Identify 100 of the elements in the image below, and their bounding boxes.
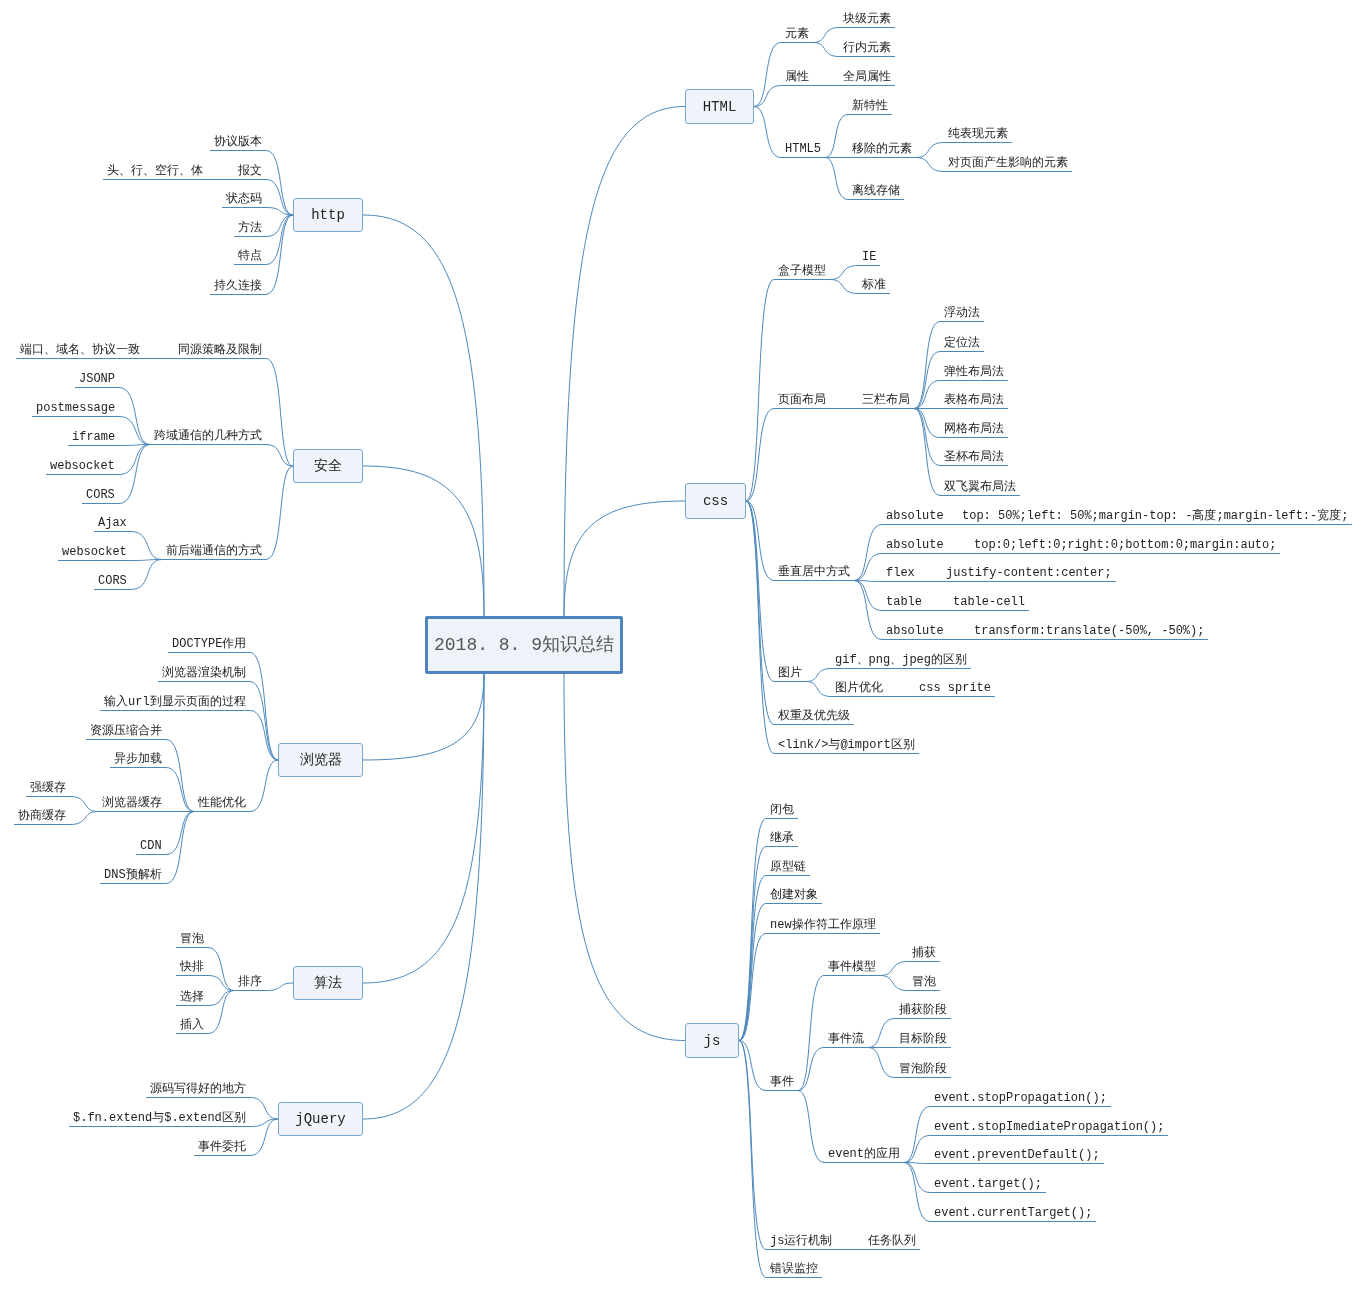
connector-line [265,207,294,216]
topic-box: 浏览器 [278,743,363,777]
branch-label: 协商缓存 [14,808,70,825]
branch-label: 表格布局法 [940,392,1008,409]
branch-label: 浏览器渲染机制 [158,665,250,682]
connector-line [812,85,840,86]
connector-line [913,408,941,466]
branch-label: 全局属性 [839,69,895,86]
branch-label: 图片 [774,665,806,682]
connector-line [265,214,294,295]
branch-label: 垂直居中方式 [774,564,854,581]
branch-label: CORS [82,487,119,504]
branch-label: table [882,594,926,611]
branch-label: 方法 [234,220,266,237]
branch-label: 选择 [176,989,208,1006]
connector-line [745,408,775,502]
branch-label: 标准 [858,277,890,294]
branch-label: 前后端通信的方式 [162,543,266,560]
branch-label: top:0;left:0;right:0;bottom:0;margin:auto; [970,537,1281,554]
connector-line [563,673,686,1041]
branch-label: 三栏布局 [858,392,914,409]
connector-line [829,279,859,294]
branch-label: table-cell [949,594,1029,611]
branch-label: 协议版本 [210,134,266,151]
branch-label: 事件委托 [194,1139,250,1156]
branch-label: 异步加载 [110,751,166,768]
branch-label: 冒泡阶段 [895,1061,951,1078]
branch-label: 图片优化 [831,680,887,697]
branch-label: 圣杯布局法 [940,449,1008,466]
connector-line [824,114,849,158]
topic-box: css [685,483,746,519]
connector-line [753,106,782,158]
branch-label: 插入 [176,1017,208,1034]
branch-label: 对页面产生影响的元素 [944,155,1072,172]
branch-label: event.stopImediatePropagation(); [930,1119,1169,1136]
branch-label: 特点 [234,248,266,265]
connector-line [925,610,950,611]
branch-label: absolute [882,623,948,640]
branch-label: 快排 [176,959,208,976]
branch-label: 闭包 [766,802,798,819]
branch-label: 事件流 [824,1031,868,1048]
connector-line [853,524,883,581]
branch-label: flex [882,565,919,582]
branch-label: 页面布局 [774,392,830,409]
connector-line [913,408,941,496]
connector-line [824,157,849,200]
branch-label: 新特性 [848,98,892,115]
branch-label: 资源压缩合并 [86,723,166,740]
connector-line [249,1118,279,1156]
branch-label: websocket [46,458,119,475]
branch-label: 捕获阶段 [895,1002,951,1019]
branch-label: 性能优化 [194,795,250,812]
branch-label: DNS预解析 [100,867,166,884]
connector-line [835,1249,865,1250]
connector-line [745,500,775,581]
connector-line [69,811,99,825]
branch-label: 冒泡 [908,974,940,991]
connector-line [812,42,840,57]
connector-line [118,387,151,445]
branch-label: 属性 [781,69,813,86]
branch-label: transform:translate(-50%, -50%); [970,623,1209,640]
branch-label: 双飞翼布局法 [940,479,1020,496]
connector-line [207,990,235,1034]
branch-label: 头、行、空行、体 [103,163,207,180]
branch-label: JSONP [75,371,119,388]
connector-line [165,767,195,812]
connector-line [249,710,279,761]
branch-label: websocket [58,544,131,561]
branch-label: 报文 [234,163,266,180]
branch-label: <link/>与@import区别 [774,737,919,754]
connector-line [738,1040,767,1091]
branch-label: IE [858,249,881,266]
branch-label: DOCTYPE作用 [168,636,251,653]
connector-line [947,639,971,640]
connector-line [903,1106,931,1163]
connector-line [362,465,485,617]
branch-label: 状态码 [222,191,266,208]
branch-label: 弹性布局法 [940,364,1008,381]
connector-line [738,933,767,1041]
connector-line [265,358,294,467]
branch-label: 端口、域名、协议一致 [16,342,144,359]
branch-label: 事件模型 [824,959,880,976]
branch-label: 创建对象 [766,887,822,904]
topic-box: js [685,1023,739,1058]
branch-label: $.fn.extend与$.extend区别 [69,1110,250,1127]
branch-label: new操作符工作原理 [766,917,880,934]
connector-line [915,157,945,172]
branch-label: absolute [882,508,948,525]
connector-line [206,179,235,180]
branch-label: js运行机制 [766,1233,837,1250]
connector-line [913,380,941,409]
branch-label: 持久连接 [210,278,266,295]
branch-label: 冒泡 [176,931,208,948]
connector-line [165,739,195,812]
connector-line [745,279,775,502]
branch-label: 盒子模型 [774,263,830,280]
branch-label: gif、png、jpeg的区别 [831,652,971,669]
branch-label: 任务队列 [864,1233,920,1250]
connector-line [249,759,279,812]
branch-label: top: 50%;left: 50%;margin-top: -高度;margin-left:-宽度; [958,508,1353,525]
